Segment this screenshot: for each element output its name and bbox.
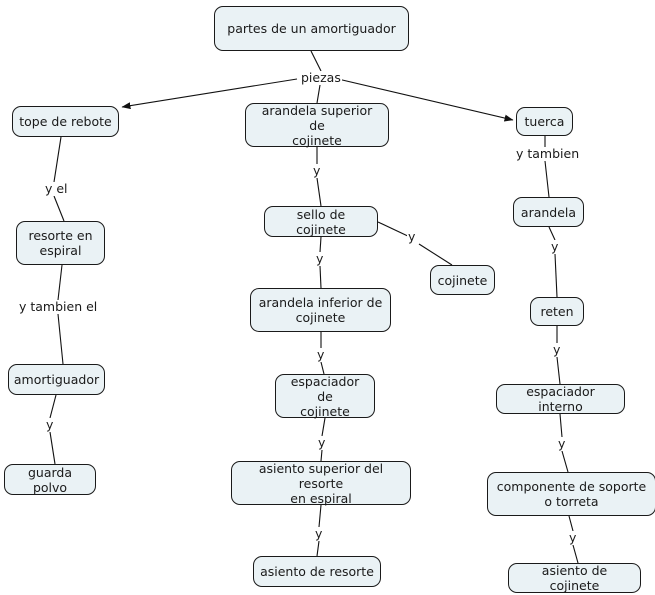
edge-line-e-espaciador-asientosup [320, 449, 323, 462]
concept-node-amortiguador[interactable]: amortiguador [8, 364, 105, 395]
edge-line-e-espaciador-asientosup [321, 417, 326, 437]
edge-label-e-espaciadorint-soporte[interactable]: y [557, 436, 567, 451]
edge-line-e-asientosup-asiento [316, 540, 320, 557]
concept-node-reten[interactable]: reten [530, 297, 584, 326]
edge-line-e-tuerca-arandela [544, 160, 550, 198]
edge-line-e-tope-resorte [53, 195, 65, 222]
edge-line-e-sello-arandelainf [319, 236, 322, 253]
edge-line-e-sello-cojinete [418, 243, 453, 266]
edge-label-e-root-piezas[interactable]: piezas [300, 70, 342, 85]
concept-node-guarda_polvo[interactable]: guarda polvo [4, 464, 96, 495]
concept-node-root[interactable]: partes de un amortiguador [214, 6, 409, 51]
edge-line-e-resorte-amortiguador [57, 313, 64, 365]
concept-node-soporte_torreta[interactable]: componente de soporte o torreta [487, 472, 655, 516]
edge-label-e-amortiguador-guarda[interactable]: y [45, 417, 55, 432]
edge-label-e-reten-espaciador[interactable]: y [552, 342, 562, 357]
edge-label-e-sello-cojinete[interactable]: y [407, 229, 417, 244]
edge-label-e-tope-resorte[interactable]: y el [44, 181, 69, 196]
edge-label-e-arandela-reten[interactable]: y [550, 239, 560, 254]
edge-label-e-arandelasup-sello[interactable]: y [312, 163, 322, 178]
edge-label-e-sello-arandelainf[interactable]: y [315, 251, 325, 266]
edge-line-e-espaciadorint-soporte [559, 413, 563, 438]
concept-node-asiento_cojinete[interactable]: asiento de cojinete [508, 563, 641, 593]
concept-node-sello[interactable]: sello de cojinete [264, 206, 378, 237]
edge-line-e-root-piezas [310, 50, 322, 72]
concept-node-asiento_resorte[interactable]: asiento de resorte [253, 556, 381, 587]
concept-node-asiento_sup[interactable]: asiento superior del resorte en espiral [231, 461, 411, 506]
edge-label-e-espaciador-asientosup[interactable]: y [317, 435, 327, 450]
edge-line-e-amortiguador-guarda [49, 431, 56, 465]
edge-label-e-soporte-asientocoj[interactable]: y [568, 530, 578, 545]
concept-node-espaciador_interno[interactable]: espaciador interno [496, 384, 625, 414]
concept-node-arandela_inf[interactable]: arandela inferior de cojinete [250, 288, 391, 332]
edge-line-e-espaciadorint-soporte [561, 450, 569, 473]
edge-label-e-asientosup-asiento[interactable]: y [314, 526, 324, 541]
edge-line-e-arandela-reten [554, 253, 558, 298]
concept-node-arandela_sup[interactable]: arandela superior de cojinete [245, 103, 389, 148]
concept-node-tope[interactable]: tope de rebote [12, 106, 119, 137]
edge-label-e-resorte-amortiguador[interactable]: y tambien el [18, 299, 99, 314]
concept-node-espaciador_cojinete[interactable]: espaciador de cojinete [275, 374, 375, 419]
edge-line-e-arandelainf-espaciador [320, 361, 325, 375]
edge-line-e-soporte-asientocoj [568, 515, 574, 532]
concept-node-arandela[interactable]: arandela [513, 197, 584, 227]
edge-line-e-amortiguador-guarda [49, 394, 57, 419]
edge-line-e-resorte-amortiguador [57, 264, 63, 301]
edge-line-e-sello-arandelainf [319, 265, 322, 289]
edge-line-e-reten-espaciador [556, 356, 561, 385]
concept-node-cojinete[interactable]: cojinete [430, 265, 495, 295]
edge-label-e-arandelainf-espaciador[interactable]: y [316, 347, 326, 362]
concept-node-tuerca[interactable]: tuerca [516, 107, 573, 136]
edge-line-e-soporte-asientocoj [572, 544, 579, 564]
edge-label-e-tuerca-arandela[interactable]: y tambien [515, 146, 581, 161]
edge-line-e-tope-resorte [53, 136, 62, 183]
edge-line-e-arandelasup-sello [316, 177, 322, 207]
concept-node-resorte_espiral[interactable]: resorte en espiral [16, 221, 105, 265]
edge-line-e-asientosup-asiento [318, 504, 322, 528]
